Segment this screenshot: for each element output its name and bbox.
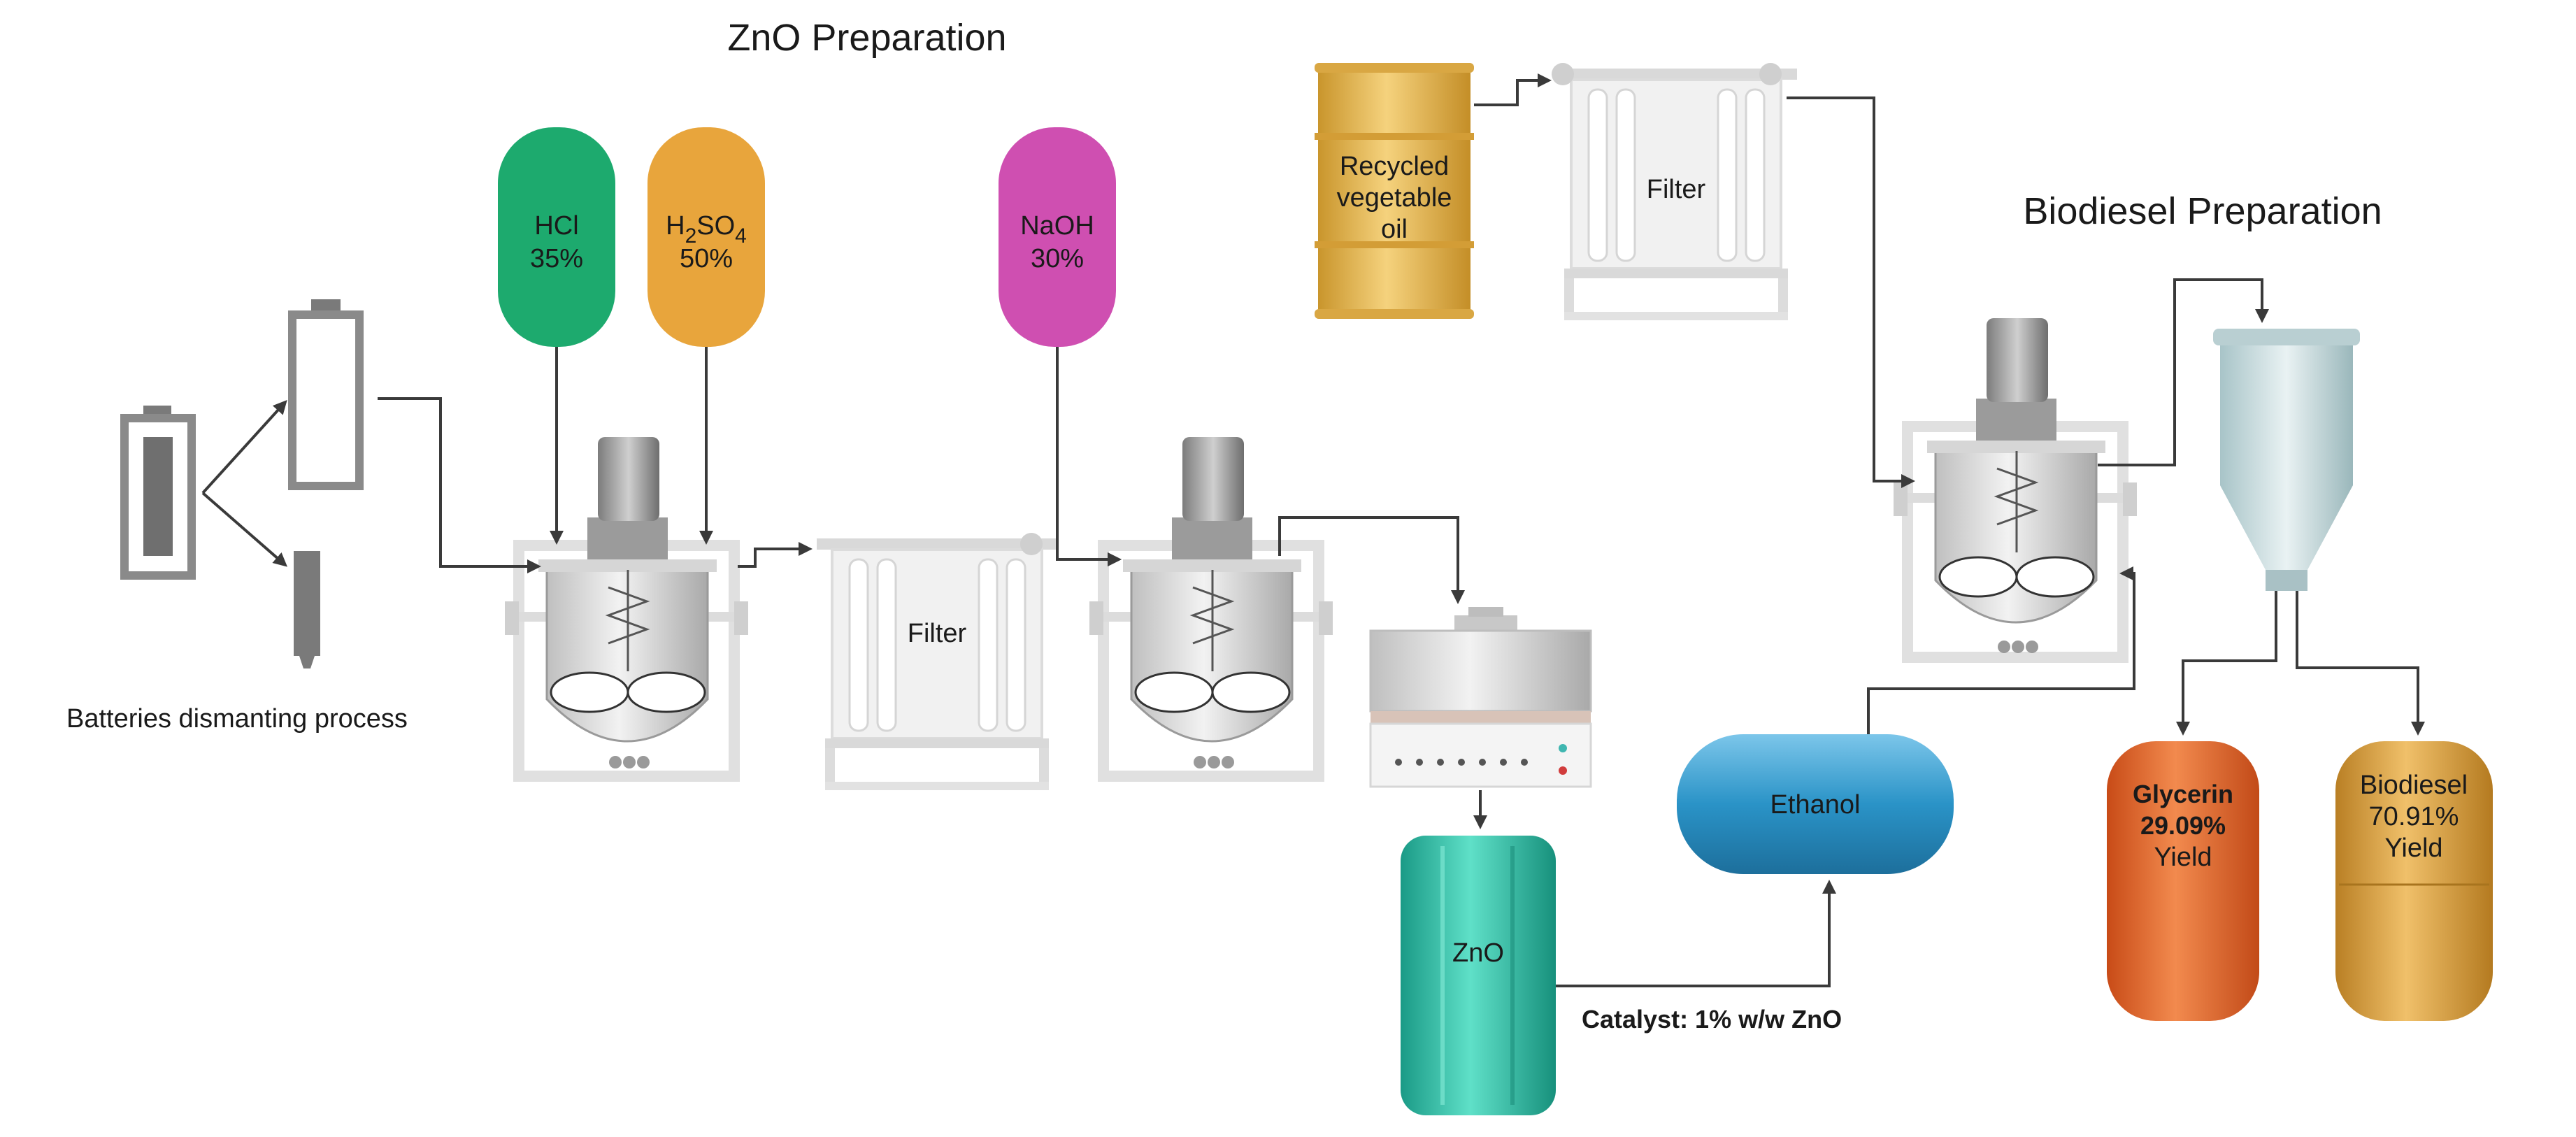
ethanol-tank: Ethanol [1677,734,1954,874]
h2so4-formula-sub2: 4 [735,224,747,248]
h2so4-tank-formula: H2SO4 [666,211,747,248]
naoh-tank-concentration: 30% [1031,244,1084,273]
naoh-tank-name: NaOH [1020,211,1094,241]
glycerin-yield: Yield [2154,843,2212,872]
drum-label-line2: vegetable [1337,183,1452,213]
flow-filter-2-to-reactor-3 [1787,96,1915,488]
ethanol-tank-label: Ethanol [1770,790,1861,820]
h2so4-formula-sub1: 2 [685,224,697,248]
glycerin-percent: 29.09% [2140,811,2226,840]
flow-separator-to-biodiesel [2296,591,2425,736]
h2so4-formula-h: H [666,211,685,241]
flow-battery-to-casing [201,400,287,494]
glycerin-tank: Glycerin 29.09% Yield [2107,741,2259,1021]
drum-label-line1: Recycled [1340,152,1449,181]
hcl-tank-concentration: 35% [530,244,583,273]
recycled-oil-drum: Recycled vegetable oil [1315,63,1474,319]
zno-vessel: ZnO [1401,836,1556,1115]
biodiesel-name: Biodiesel [2360,771,2468,800]
battery-whole-icon [120,406,196,580]
filter-1: Filter [817,533,1058,790]
hcl-tank-name: HCl [534,211,578,241]
biodiesel-yield: Yield [2384,834,2442,863]
filter-2: Filter [1552,63,1797,320]
drum-label-line3: oil [1381,215,1408,244]
battery-casing-icon [288,299,364,490]
glycerin-name: Glycerin [2133,780,2233,808]
reactor-3 [1894,318,2137,663]
flow-zno-to-ethanol [1556,880,1836,987]
flow-separator-to-glycerin [2176,591,2277,736]
flow-reactor-3-to-separator [2098,278,2269,466]
flow-naoh-to-reactor-2 [1056,347,1122,566]
batteries-dismantling-label: Batteries dismanting process [66,704,408,734]
biodiesel-tank: Biodiesel 70.91% Yield [2335,741,2493,1021]
zno-preparation-title: ZnO Preparation [727,17,1006,59]
filter-1-label: Filter [908,619,967,648]
h2so4-tank: H2SO4 50% [647,127,765,347]
flow-reactor-1-to-filter-1 [738,542,813,568]
biodiesel-preparation-title: Biodiesel Preparation [2023,190,2382,232]
dryer-unit [1369,607,1592,788]
reactor-2 [1089,437,1333,782]
separator-hopper [2213,329,2360,591]
flow-casing-to-reactor-1 [378,397,541,573]
zno-vessel-label: ZnO [1452,938,1504,968]
flow-battery-to-rod [201,492,288,567]
h2so4-tank-concentration: 50% [680,244,733,273]
biodiesel-percent: 70.91% [2369,802,2459,831]
filter-2-label: Filter [1647,175,1706,204]
flow-ethanol-to-reactor-3 [1867,566,2135,734]
naoh-tank: NaOH 30% [999,127,1116,347]
hcl-tank: HCl 35% [498,127,615,347]
flow-reactor-2-to-dryer [1278,516,1465,604]
reactor-1 [505,437,748,782]
catalyst-label: Catalyst: 1% w/w ZnO [1582,1005,1842,1034]
flow-drum-to-filter-2 [1474,73,1552,106]
h2so4-formula-so: SO [696,211,735,241]
battery-rod-icon [294,551,320,668]
